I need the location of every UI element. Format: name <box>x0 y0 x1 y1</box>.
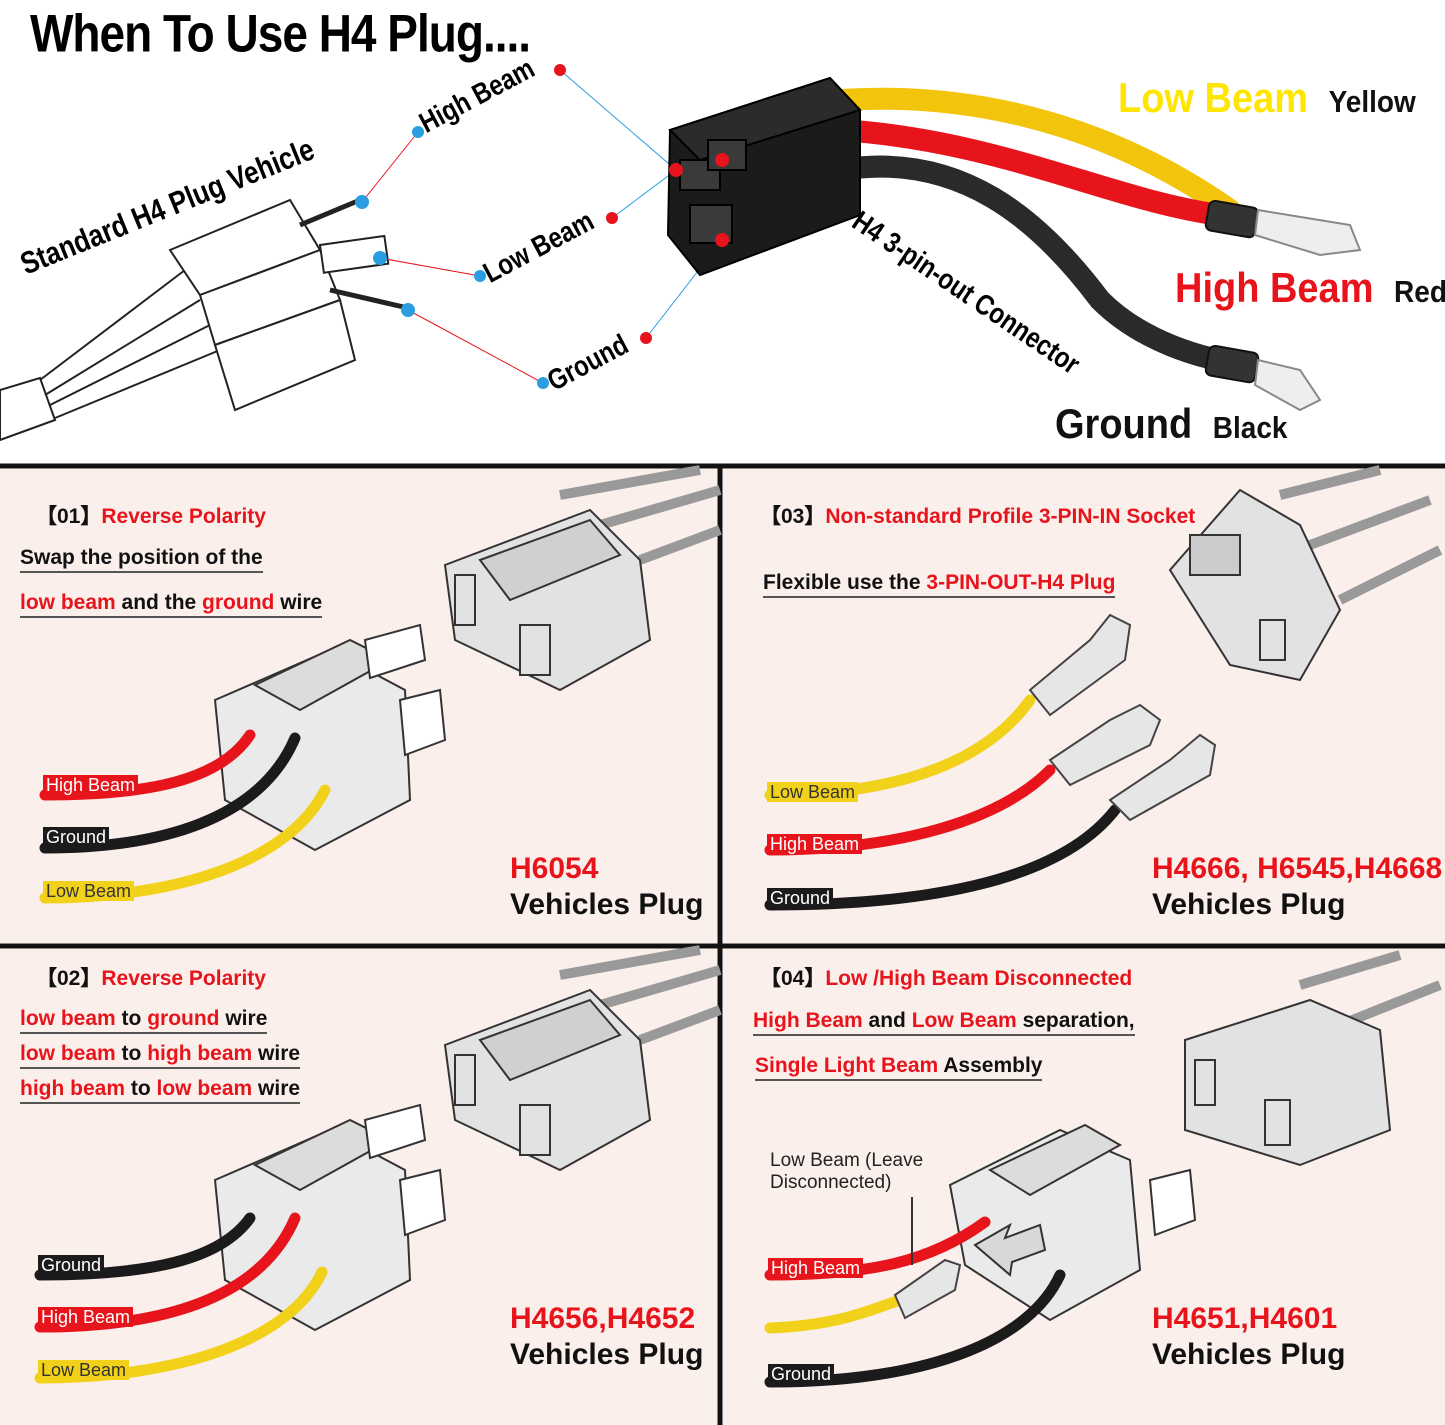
panel-04-wire-label-1: High Beam <box>768 1258 864 1278</box>
connector-pin-dots <box>669 153 729 247</box>
connector-wires <box>829 87 1261 376</box>
page-title: When To Use H4 Plug.... <box>30 3 531 63</box>
panel-03-plug-label: Vehicles Plug <box>1152 888 1346 921</box>
panel-03-wire-label-2: High Beam <box>767 834 863 854</box>
wire-label-low-beam: Low Beam Yellow <box>1118 75 1416 123</box>
panel-03-header: 【03】Non-standard Profile 3-PIN-IN Socket <box>760 505 1196 528</box>
wire-label-high-beam: High Beam Red <box>1175 265 1445 313</box>
wire-label-ground: Ground Black <box>1055 401 1288 449</box>
h4-connector-body <box>666 76 862 277</box>
panel-02-plug <box>213 1103 447 1332</box>
panel-02-caption-line-2: low beam to high beam wire <box>20 1041 301 1069</box>
panel-04-header: 【04】Low /High Beam Disconnected <box>760 967 1133 990</box>
panel-04-plug <box>948 1123 1197 1322</box>
panel-01-caption-line-1: Swap the position of the <box>20 545 263 573</box>
panel-04-arrow <box>973 1222 1047 1277</box>
panel-02-caption-line-3: high beam to low beam wire <box>20 1076 301 1104</box>
panel-04-caption-line-1: High Beam and Low Beam separation, <box>753 1008 1135 1036</box>
vehicle-plug-drawing <box>0 197 409 442</box>
panel-04-caption-line-2: Single Light Beam Assembly <box>755 1053 1043 1081</box>
panel-01-plug <box>213 623 447 852</box>
panel-02-wire-label-1: Ground <box>38 1255 105 1275</box>
panel-03-model: H4666, H6545,H4668 <box>1152 852 1443 885</box>
panel-03-wire-label-3: Ground <box>767 888 834 908</box>
panel-02-socket <box>443 945 722 1172</box>
panel-04-wire-label-2: Ground <box>768 1364 835 1384</box>
panel-04-note: Low Beam (Leave Disconnected) <box>770 1150 924 1193</box>
panel-01-wire-label-3: Low Beam <box>43 881 135 901</box>
panel-02-caption-line-1: low beam to ground wire <box>20 1006 268 1034</box>
wire-terminals <box>1204 199 1362 412</box>
panel-03-wire-label-1: Low Beam <box>767 782 859 802</box>
panel-03-terminals <box>1028 613 1217 822</box>
panel-01-wire-label-1: High Beam <box>43 775 139 795</box>
panel-04-terminal <box>893 1258 962 1320</box>
panel-03-wires <box>764 694 1121 911</box>
panel-01-wire-label-2: Ground <box>43 827 110 847</box>
panel-02-wire-label-2: High Beam <box>38 1307 134 1327</box>
panel-04-model: H4651,H4601 <box>1152 1302 1338 1335</box>
panel-01-plug-label: Vehicles Plug <box>510 888 704 921</box>
panel-02-wire-label-3: Low Beam <box>38 1360 130 1380</box>
panel-03 <box>723 469 1445 943</box>
pin-dots <box>355 64 652 389</box>
panel-02-plug-label: Vehicles Plug <box>510 1338 704 1371</box>
top-diagram <box>0 64 1445 469</box>
panel-03-socket <box>1168 465 1443 682</box>
panel-03-caption-line-1: Flexible use the 3-PIN-OUT-H4 Plug <box>763 570 1116 598</box>
panel-04-plug-label: Vehicles Plug <box>1152 1338 1346 1371</box>
panel-01-header: 【01】Reverse Polarity <box>36 505 266 528</box>
panel-04-socket <box>1184 950 1442 1167</box>
panel-01-caption-line-2: low beam and the ground wire <box>20 590 323 618</box>
panel-01-socket <box>443 465 722 692</box>
panel-01-model: H6054 <box>510 852 599 885</box>
panel-02-header: 【02】Reverse Polarity <box>36 967 266 990</box>
panel-02-model: H4656,H4652 <box>510 1302 696 1335</box>
